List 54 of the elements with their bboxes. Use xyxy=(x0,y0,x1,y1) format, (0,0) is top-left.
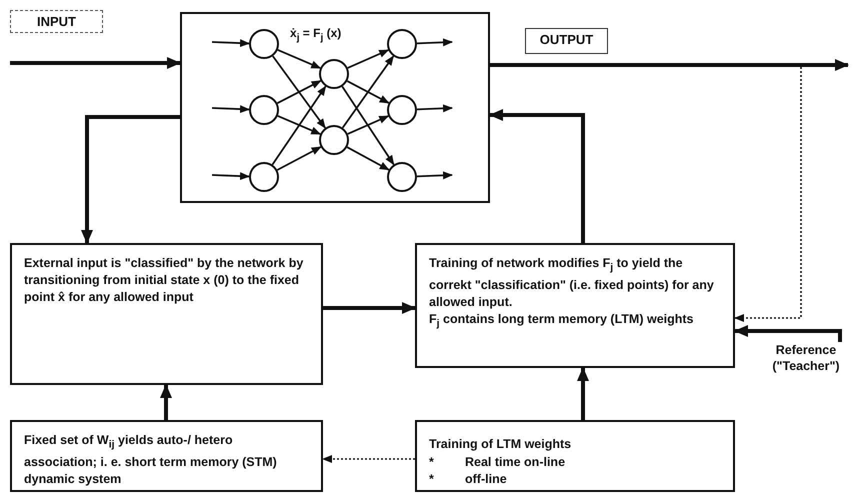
arrow xyxy=(416,38,453,46)
box-text: External input is "classified" by the network by transitioning from initial state x (0) to the fixed point x̂ for any allowed input xyxy=(24,255,304,306)
neuron-circle xyxy=(387,95,417,125)
arrow xyxy=(276,80,322,104)
neuron-circle xyxy=(249,95,279,125)
arrow xyxy=(276,146,322,171)
arrow xyxy=(322,455,415,463)
neuron-circle xyxy=(387,29,417,59)
box-text: * xyxy=(429,471,435,488)
box-text: Training of LTM weights xyxy=(429,436,572,453)
arrow xyxy=(342,55,394,128)
arrow xyxy=(323,302,416,314)
arrow xyxy=(212,105,250,114)
arrow xyxy=(10,57,181,69)
arrow xyxy=(272,86,326,166)
arrow xyxy=(272,56,326,129)
box-text: F$_{j}$ contains long term memory (LTM) weights xyxy=(429,310,695,331)
arrow xyxy=(346,146,390,171)
process-box xyxy=(415,243,735,368)
signal-label: INPUT xyxy=(10,10,103,33)
box-text: Training of network modifies F$_{j}$ to yield the correkt "classification" (i.e. fixed points) for any allowed input. xyxy=(429,255,715,310)
arrow xyxy=(347,49,390,69)
neuron-circle xyxy=(319,59,349,89)
neuron-circle xyxy=(319,125,349,155)
box-text: Fixed set of W$_{ij}$ yields auto-/ hetero association; i. e. short term memory (STM) dynamic system xyxy=(24,432,278,488)
arrow xyxy=(490,59,849,71)
arrow xyxy=(734,325,842,342)
arrow xyxy=(347,115,390,135)
box-text: * xyxy=(429,454,435,471)
arrow xyxy=(277,115,322,135)
neuron-circle xyxy=(249,162,279,192)
box-text: Real time on-line xyxy=(465,454,566,471)
network-box xyxy=(180,12,490,203)
arrow xyxy=(577,367,589,420)
process-box xyxy=(415,420,735,492)
arrow xyxy=(212,39,250,48)
arrow xyxy=(416,171,453,180)
state-equation: ẋ$_{j}$ = F$_{j}$ (x) xyxy=(290,26,342,44)
box-text: off-line xyxy=(465,471,508,488)
arrow xyxy=(160,384,172,420)
signal-label: OUTPUT xyxy=(525,28,608,54)
arrow xyxy=(346,80,390,104)
process-box xyxy=(10,243,323,385)
process-box xyxy=(10,420,323,492)
arrow xyxy=(489,109,585,243)
neuron-circle xyxy=(249,29,279,59)
arrow xyxy=(81,115,180,244)
arrow xyxy=(342,86,394,166)
arrow xyxy=(416,104,453,112)
neuron-circle xyxy=(387,162,417,192)
arrow xyxy=(277,49,322,69)
arrow xyxy=(734,67,802,322)
arrow xyxy=(212,172,250,180)
reference-text: Reference ("Teacher") xyxy=(758,342,854,382)
